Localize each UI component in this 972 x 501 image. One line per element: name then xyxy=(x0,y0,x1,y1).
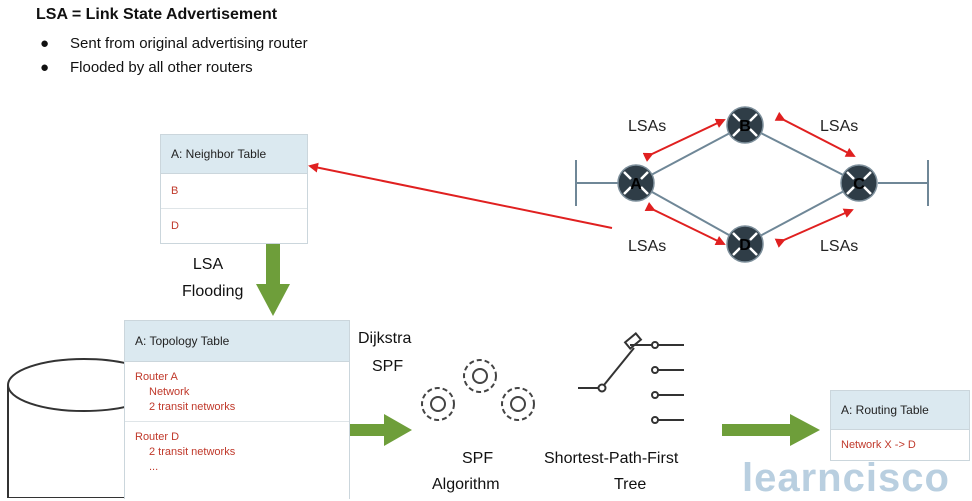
tree-icon xyxy=(578,332,684,424)
routing-table: A: Routing Table Network X -> D xyxy=(830,390,970,461)
lsa-flooding-line: LSA xyxy=(192,256,224,273)
bullet-dot: ● xyxy=(40,59,50,76)
to-routing-table-arrow xyxy=(722,414,820,446)
lsa-flooding-label: LSA xyxy=(178,256,238,274)
router-d-label: D xyxy=(739,237,751,254)
tree-label: Tree xyxy=(614,476,647,493)
table-header: A: Neighbor Table xyxy=(161,135,307,174)
router-b-label: B xyxy=(739,118,751,135)
topology-table: A: Topology Table Router A Network 2 tra… xyxy=(124,320,350,499)
bullet-item: ● Sent from original advertising router xyxy=(40,32,308,56)
bullet-dot: ● xyxy=(40,35,50,52)
flooding-arrow xyxy=(256,238,290,316)
bullet-list: ● Sent from original advertising router … xyxy=(40,32,308,80)
lsa-label: LSAs xyxy=(628,238,667,255)
dijkstra-label: Dijkstra xyxy=(358,330,412,347)
to-spf-arrow xyxy=(348,414,412,446)
topology-group: Router D 2 transit networks ... xyxy=(125,422,349,479)
lsa-arrows xyxy=(642,111,856,248)
lsa-label: LSAs xyxy=(820,238,859,255)
router-d-icon xyxy=(726,225,764,263)
watermark-logo: learncisco xyxy=(742,456,950,500)
topology-entry: Network xyxy=(149,386,190,398)
router-c-label: C xyxy=(853,176,865,193)
spf-algorithm-label: Algorithm xyxy=(432,476,500,493)
lsa-label: LSAs xyxy=(628,118,667,135)
table-header: A: Routing Table xyxy=(831,391,969,430)
router-b-icon xyxy=(726,106,764,144)
table-row: Network X -> D xyxy=(841,439,916,451)
bullet-text: Sent from original advertising router xyxy=(70,35,308,52)
lsa-label: LSAs xyxy=(820,118,859,135)
page-title: LSA = Link State Advertisement xyxy=(36,6,278,23)
router-c-icon xyxy=(840,164,878,202)
table-row: D xyxy=(171,220,179,232)
router-a-icon xyxy=(617,164,655,202)
table-row: B xyxy=(161,174,307,209)
neighbor-table: A: Neighbor Table B D xyxy=(160,134,308,244)
router-a-label: A xyxy=(630,176,642,193)
topology-group: Router A Network 2 transit networks xyxy=(125,362,349,422)
neighbor-discovery-arrow xyxy=(308,162,613,229)
table-header: A: Topology Table xyxy=(125,321,349,362)
dijkstra-label: SPF xyxy=(372,358,404,375)
lsa-flooding-line: Flooding xyxy=(182,283,244,300)
topology-entry: Router D xyxy=(135,431,180,443)
topology-entry: 2 transit networks xyxy=(149,446,236,458)
topology-entry: 2 transit networks xyxy=(149,401,236,413)
spf-algorithm-label: SPF xyxy=(462,450,494,467)
bullet-item: ● Flooded by all other routers xyxy=(40,56,308,80)
topology-entry: ... xyxy=(149,461,159,473)
gears-icon xyxy=(421,359,535,421)
tree-label: Shortest-Path-First xyxy=(544,450,679,467)
bullet-text: Flooded by all other routers xyxy=(70,59,253,76)
topology-entry: Router A xyxy=(135,371,178,383)
